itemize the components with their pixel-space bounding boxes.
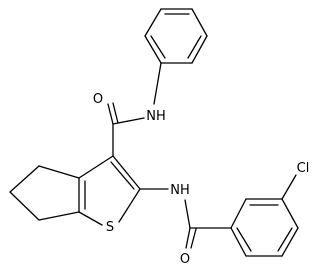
bond — [281, 198, 299, 229]
bond — [112, 102, 119, 124]
bond — [191, 8, 208, 37]
bond — [144, 35, 162, 64]
bond — [230, 227, 247, 257]
bond — [110, 161, 135, 190]
bond — [38, 165, 80, 179]
bond — [191, 35, 208, 64]
bond — [190, 228, 197, 249]
bond — [187, 35, 202, 59]
bond — [150, 35, 166, 59]
bond — [236, 227, 252, 252]
bond — [144, 8, 162, 37]
atom-labels: O NH NH S O Cl — [93, 92, 309, 267]
bond — [107, 103, 114, 125]
bond — [281, 227, 299, 257]
bond — [112, 155, 141, 190]
bond — [153, 62, 162, 105]
bond — [184, 199, 191, 229]
bond — [78, 211, 103, 226]
bond — [9, 165, 40, 193]
atom-label-oxygen-bottom: O — [180, 252, 190, 267]
bonds — [9, 8, 299, 257]
atom-label-chlorine: Cl — [297, 161, 310, 176]
bond — [118, 188, 141, 223]
bond — [277, 227, 293, 252]
atom-label-nh-bottom: NH — [170, 183, 190, 198]
bond — [185, 227, 191, 249]
atom-label-sulfur: S — [106, 220, 114, 235]
atom-label-oxygen-top: O — [93, 92, 103, 107]
bond — [281, 174, 297, 200]
bond — [9, 191, 40, 221]
bond — [78, 155, 114, 179]
bond — [38, 211, 80, 221]
bond — [230, 198, 247, 229]
atom-label-nh-top: NH — [146, 109, 166, 124]
